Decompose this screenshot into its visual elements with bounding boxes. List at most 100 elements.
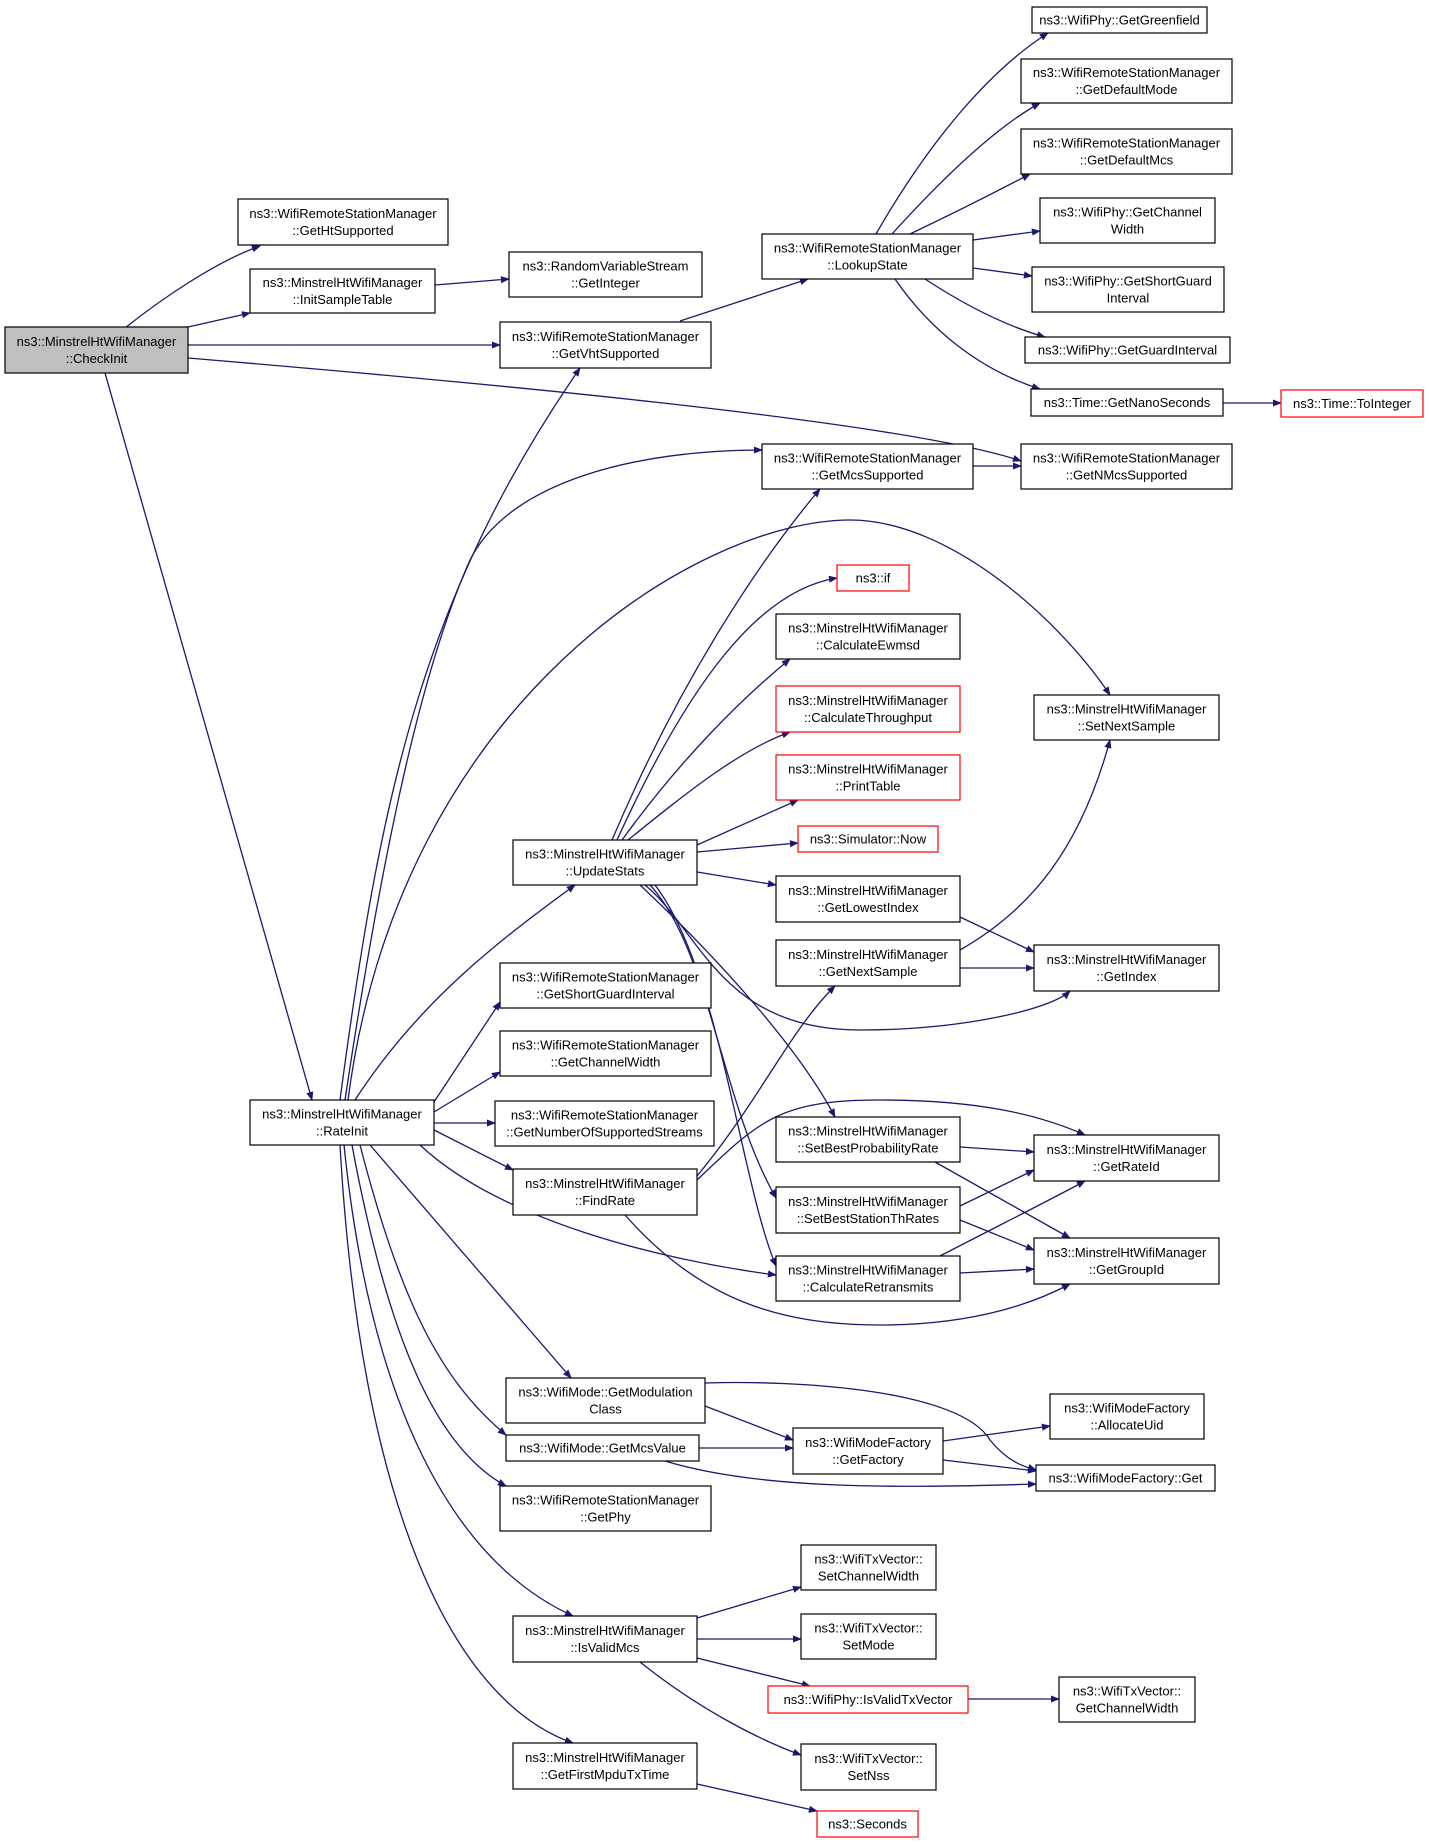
node-box <box>816 1810 919 1838</box>
node-label: ns3::WifiPhy::GetGreenfield <box>1039 13 1199 28</box>
node-label: ns3::MinstrelHtWifiManager <box>525 1623 685 1638</box>
node-lookup-state[interactable]: ns3::WifiRemoteStationManager::LookupSta… <box>761 233 974 280</box>
node-get-greenfield[interactable]: ns3::WifiPhy::GetGreenfield <box>1031 6 1208 34</box>
node-seconds[interactable]: ns3::Seconds <box>816 1810 919 1838</box>
node-update-stats[interactable]: ns3::MinstrelHtWifiManager::UpdateStats <box>512 839 698 886</box>
node-get-integer[interactable]: ns3::RandomVariableStream::GetInteger <box>508 251 703 298</box>
edge-to-get-rate-id <box>939 1180 1086 1257</box>
node-box <box>1033 694 1220 741</box>
nodes: ns3::MinstrelHtWifiManager::CheckInitns3… <box>4 6 1424 1838</box>
node-calculate-throughput[interactable]: ns3::MinstrelHtWifiManager::CalculateThr… <box>775 685 961 733</box>
node-box <box>1033 1237 1220 1285</box>
node-get-default-mcs[interactable]: ns3::WifiRemoteStationManager::GetDefaul… <box>1020 128 1233 175</box>
node-get-lowest-index[interactable]: ns3::MinstrelHtWifiManager::GetLowestInd… <box>775 875 961 923</box>
node-label: ns3::MinstrelHtWifiManager <box>788 947 948 962</box>
node-label: ::GetDefaultMode <box>1076 82 1178 97</box>
edge-to-calculate-ewmsd <box>621 658 791 841</box>
node-get-default-mode[interactable]: ns3::WifiRemoteStationManager::GetDefaul… <box>1020 58 1233 104</box>
node-label: ns3::MinstrelHtWifiManager <box>1047 952 1207 967</box>
node-find-rate[interactable]: ns3::MinstrelHtWifiManager::FindRate <box>512 1168 698 1216</box>
edge-to-get-phy <box>351 1144 507 1487</box>
edge-to-get-group-id <box>959 1265 1035 1274</box>
node-label: ns3::WifiRemoteStationManager <box>774 451 962 466</box>
node-box <box>1033 944 1220 992</box>
node-set-best-station-th-rates[interactable]: ns3::MinstrelHtWifiManager::SetBestStati… <box>775 1186 961 1234</box>
node-label: ::GetNumberOfSupportedStreams <box>506 1125 703 1140</box>
node-label: ns3::WifiTxVector:: <box>814 1621 922 1636</box>
node-init-sample-table[interactable]: ns3::MinstrelHtWifiManager::InitSampleTa… <box>249 268 436 314</box>
node-get-rate-id[interactable]: ns3::MinstrelHtWifiManager::GetRateId <box>1033 1134 1220 1182</box>
node-box <box>499 1030 712 1077</box>
node-label: ::GetInteger <box>571 276 640 291</box>
node-wifi-mode-factory-get[interactable]: ns3::WifiModeFactory::Get <box>1035 1464 1216 1492</box>
node-label: ns3::MinstrelHtWifiManager <box>525 847 685 862</box>
node-set-best-probability-rate[interactable]: ns3::MinstrelHtWifiManager::SetBestProba… <box>775 1116 961 1163</box>
node-set-next-sample[interactable]: ns3::MinstrelHtWifiManager::SetNextSampl… <box>1033 694 1220 741</box>
node-get-ht-supported[interactable]: ns3::WifiRemoteStationManager::GetHtSupp… <box>237 198 449 246</box>
node-is-valid-tx-vector[interactable]: ns3::WifiPhy::IsValidTxVector <box>767 1685 969 1714</box>
node-simulator-now[interactable]: ns3::Simulator::Now <box>797 825 939 853</box>
node-rate-init[interactable]: ns3::MinstrelHtWifiManager::RateInit <box>249 1099 435 1146</box>
node-get-phy[interactable]: ns3::WifiRemoteStationManager::GetPhy <box>499 1485 712 1532</box>
node-get-short-guard-interval[interactable]: ns3::WifiRemoteStationManager::GetShortG… <box>499 962 712 1009</box>
edge-to-get-mcs-supported <box>611 488 821 841</box>
node-set-mode[interactable]: ns3::WifiTxVector::SetMode <box>800 1613 937 1660</box>
edge-to-get-group-id <box>934 1161 1071 1239</box>
node-phy-get-channel-width[interactable]: ns3::WifiPhy::GetChannelWidth <box>1039 197 1216 244</box>
node-get-next-sample[interactable]: ns3::MinstrelHtWifiManager::GetNextSampl… <box>775 939 961 987</box>
node-box <box>800 1544 937 1591</box>
node-tx-get-channel-width[interactable]: ns3::WifiTxVector::GetChannelWidth <box>1058 1676 1196 1723</box>
node-label: ns3::WifiTxVector:: <box>1073 1684 1181 1699</box>
edge-to-get-first-mpdu-tx-time <box>339 1144 574 1744</box>
edge-to-get-next-sample <box>696 985 836 1177</box>
node-label: ::GetMcsSupported <box>812 468 924 483</box>
node-get-group-id[interactable]: ns3::MinstrelHtWifiManager::GetGroupId <box>1033 1237 1220 1285</box>
node-get-channel-width[interactable]: ns3::WifiRemoteStationManager::GetChanne… <box>499 1030 712 1077</box>
node-label: ns3::WifiPhy::GetGuardInterval <box>1038 343 1217 358</box>
node-box <box>767 1685 969 1714</box>
node-to-integer[interactable]: ns3::Time::ToInteger <box>1280 389 1424 418</box>
node-box <box>761 443 974 490</box>
node-label: ns3::WifiRemoteStationManager <box>512 970 700 985</box>
node-get-short-guard-interval-phy[interactable]: ns3::WifiPhy::GetShortGuardInterval <box>1031 266 1225 313</box>
node-box <box>505 1377 706 1424</box>
node-set-nss[interactable]: ns3::WifiTxVector::SetNss <box>800 1743 937 1791</box>
node-label: ns3::Time::GetNanoSeconds <box>1044 395 1211 410</box>
node-get-guard-interval[interactable]: ns3::WifiPhy::GetGuardInterval <box>1024 336 1231 364</box>
node-box <box>508 251 703 298</box>
node-get-nano-seconds[interactable]: ns3::Time::GetNanoSeconds <box>1030 388 1224 417</box>
node-box <box>775 613 961 660</box>
node-label: ns3::Simulator::Now <box>810 832 927 847</box>
node-label: ns3::MinstrelHtWifiManager <box>17 334 177 349</box>
edge-to-seconds <box>696 1783 818 1813</box>
node-is-valid-mcs[interactable]: ns3::MinstrelHtWifiManager::IsValidMcs <box>512 1615 698 1663</box>
edge-to-get-lowest-index <box>696 871 777 888</box>
node-get-vht-supported[interactable]: ns3::WifiRemoteStationManager::GetVhtSup… <box>499 321 712 369</box>
edge-to-get-integer <box>434 276 510 286</box>
node-label: GetChannelWidth <box>1076 1701 1179 1716</box>
node-set-channel-width[interactable]: ns3::WifiTxVector::SetChannelWidth <box>800 1544 937 1591</box>
node-get-nmcs-supported[interactable]: ns3::WifiRemoteStationManager::GetNMcsSu… <box>1020 443 1233 490</box>
node-label: ns3::MinstrelHtWifiManager <box>788 1124 948 1139</box>
node-get-first-mpdu-tx-time[interactable]: ns3::MinstrelHtWifiManager::GetFirstMpdu… <box>512 1742 698 1790</box>
node-if[interactable]: ns3::if <box>836 564 910 592</box>
edge-to-get-rate-id <box>959 1169 1035 1207</box>
node-box <box>792 1427 944 1475</box>
node-calculate-retransmits[interactable]: ns3::MinstrelHtWifiManager::CalculateRet… <box>775 1255 961 1302</box>
node-get-factory[interactable]: ns3::WifiModeFactory::GetFactory <box>792 1427 944 1475</box>
edge-to-get-nano-seconds <box>894 278 1041 390</box>
node-get-index[interactable]: ns3::MinstrelHtWifiManager::GetIndex <box>1033 944 1220 992</box>
node-get-mcs-supported[interactable]: ns3::WifiRemoteStationManager::GetMcsSup… <box>761 443 974 490</box>
node-label: ::GetNextSample <box>819 964 918 979</box>
node-print-table[interactable]: ns3::MinstrelHtWifiManager::PrintTable <box>775 754 961 801</box>
node-get-number-of-supported-streams[interactable]: ns3::WifiRemoteStationManager::GetNumber… <box>494 1100 715 1147</box>
node-calculate-ewmsd[interactable]: ns3::MinstrelHtWifiManager::CalculateEwm… <box>775 613 961 660</box>
node-allocate-uid[interactable]: ns3::WifiModeFactory::AllocateUid <box>1049 1393 1205 1440</box>
node-check-init[interactable]: ns3::MinstrelHtWifiManager::CheckInit <box>4 326 189 374</box>
node-label: ns3::WifiTxVector:: <box>814 1751 922 1766</box>
edge-to-get-modulation-class <box>369 1144 572 1379</box>
node-box <box>1020 128 1233 175</box>
node-get-mcs-value[interactable]: ns3::WifiMode::GetMcsValue <box>505 1434 700 1462</box>
node-box <box>775 685 961 733</box>
